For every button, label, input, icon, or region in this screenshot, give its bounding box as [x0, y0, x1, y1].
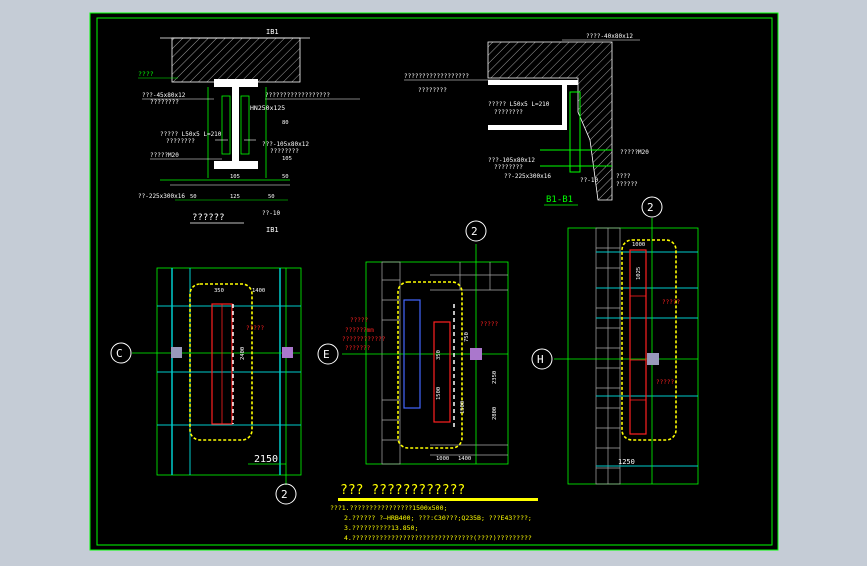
general-notes: ??? ???????????? ???1.????????????????15… [330, 483, 538, 542]
plan-c-dim-top-a: 350 [214, 288, 224, 294]
axis-c-label: C [116, 347, 123, 360]
plan-c: 350 1400 2400 ????? 2150 C 2 [110, 267, 302, 505]
plan-e: ????? ??????mm ???????????? ??????? ????… [317, 220, 509, 465]
plan-h-note-2: ????? [656, 379, 674, 386]
plan-c-cloud [189, 283, 253, 441]
b1-weld: ??-10 [580, 177, 598, 184]
axis-2-bottom-bubble[interactable] [275, 483, 297, 505]
column-c-right [282, 347, 293, 358]
ib1-note-top: ?????????????????? [265, 92, 330, 99]
plan-h-note-1: ????? [662, 299, 680, 306]
plan-e-cloud [397, 281, 463, 449]
plan-h-dim-top: 1000 [632, 242, 645, 248]
plan-e-dim-mid-c: 1500 [460, 401, 466, 414]
plan-e-dim-bottom-b: 1400 [458, 456, 471, 462]
plan-c-note-right: ????? [246, 325, 264, 332]
ib1-angle: ????? L50x5 L=210 [160, 131, 222, 138]
ib1-dim-b2: 125 [230, 194, 240, 200]
plan-e-note-right: ????? [480, 321, 498, 328]
axis-e-bubble[interactable] [317, 343, 339, 365]
axis-e-label: E [323, 348, 330, 361]
ib1-plate-top-sub: ???????? [150, 99, 179, 106]
notes-heading: ??? ???????????? [340, 483, 465, 498]
b1-note-a-sub: ???????? [418, 87, 447, 94]
plan-h: 1000 1025 ????? ????? 1250 H 2 [531, 196, 699, 485]
plan-e-dim-right-a: 750 [464, 332, 470, 342]
inner-frame [96, 17, 773, 546]
b1-angle: ????? L50x5 L=210 [488, 101, 550, 108]
outer-frame [89, 12, 779, 551]
ib1-plate-mid: ???-105x80x12 [262, 141, 309, 148]
plan-e-note-left-4: ??????? [345, 345, 371, 352]
b1-base-plate: ??-225x300x16 [504, 173, 551, 180]
axis-2-top-h-label: 2 [647, 201, 654, 214]
axis-2-top-e-bubble[interactable] [465, 220, 487, 242]
ib1-note-left-top: ???? [138, 70, 154, 78]
axis-2-top-e-label: 2 [471, 225, 478, 238]
plan-e-dim-right-c: 2800 [492, 407, 498, 420]
notes-item-2: 2.?????? ?–HRB400; ???:C30???;Q235B; ???… [344, 514, 532, 522]
axis-h-bubble[interactable] [531, 348, 553, 370]
plan-h-cloud [621, 239, 677, 441]
notes-item-1: ???1.????????????????1500x500; [330, 504, 447, 512]
detail-b1: ????-40x80x12 ?????????????????? ???????… [404, 33, 649, 206]
ib1-dim-b3: 50 [268, 194, 275, 200]
ib1-weld: ??-10 [262, 210, 280, 217]
plan-e-note-left-2: ??????mm [345, 327, 374, 334]
plan-e-note-left-3: ???????????? [342, 336, 386, 343]
axis-2-bottom-label: 2 [281, 488, 288, 501]
b1-plate-top: ????-40x80x12 [586, 33, 633, 40]
column-c-left [171, 347, 182, 358]
ib1-label-bottom: IB1 [266, 226, 279, 234]
ib1-dim-top-right: 80 [282, 120, 289, 126]
ib1-base-plate: ??-225x300x16 [138, 193, 185, 200]
plan-e-dim-mid-b: 1500 [436, 387, 442, 400]
b1-note-b: ???? [616, 173, 631, 180]
ib1-section-title: ?????? [192, 213, 225, 223]
ib1-plate-mid-sub: ???????? [270, 148, 299, 155]
notes-heading-underline [338, 498, 538, 501]
b1-note-b-sub: ?????? [616, 181, 638, 188]
b1-bolt: ?????M20 [620, 149, 649, 156]
notes-item-3: 3.??????????13.850; [344, 524, 418, 532]
axis-c-bubble[interactable] [110, 342, 132, 364]
plan-c-dim-side: 2400 [240, 347, 246, 360]
axis-h-label: H [537, 353, 544, 366]
plan-h-dim-side: 1025 [636, 267, 642, 280]
ib1-dim-mid-right: 105 [282, 156, 292, 162]
b1-note-a: ?????????????????? [404, 73, 469, 80]
wall-hatch [487, 41, 613, 201]
ib1-beam-size: HN250x125 [250, 104, 285, 112]
plan-e-dim-bottom-a: 1000 [436, 456, 449, 462]
ib1-label-top: IB1 [266, 28, 279, 36]
plan-c-dim-top-b: 1400 [252, 288, 265, 294]
b1-angle-sub: ???????? [494, 109, 523, 116]
b1-plate-mid: ???-105x80x12 [488, 157, 535, 164]
ib1-angle-sub: ???????? [166, 138, 195, 145]
detail-ib1: IB1 ???? ?????????????????? HN250x125 ??… [138, 28, 360, 234]
ib1-dim-b1: 50 [190, 194, 197, 200]
slab-hatch [171, 37, 301, 83]
column-e [470, 348, 482, 360]
ib1-plate-top: ???-45x80x12 [142, 92, 186, 99]
plan-e-note-left-1: ????? [350, 317, 368, 324]
b1-title: B1-B1 [546, 195, 573, 205]
notes-item-4: 4.???????????????????????????????(????)?… [344, 534, 532, 542]
ib1-dim-bottom-right: 50 [282, 174, 289, 180]
plan-e-dim-mid-a: 350 [436, 350, 442, 360]
axis-2-top-h-bubble[interactable] [641, 196, 663, 218]
plan-e-dim-right-b: 2350 [492, 371, 498, 384]
column-h [647, 353, 659, 365]
ib1-bolt: ?????M20 [150, 152, 179, 159]
ib1-dim-flange: 105 [230, 174, 240, 180]
b1-plate-mid-sub: ???????? [494, 164, 523, 171]
plan-h-dim-bottom: 1250 [618, 458, 635, 466]
plan-c-dim-bottom: 2150 [254, 454, 278, 465]
